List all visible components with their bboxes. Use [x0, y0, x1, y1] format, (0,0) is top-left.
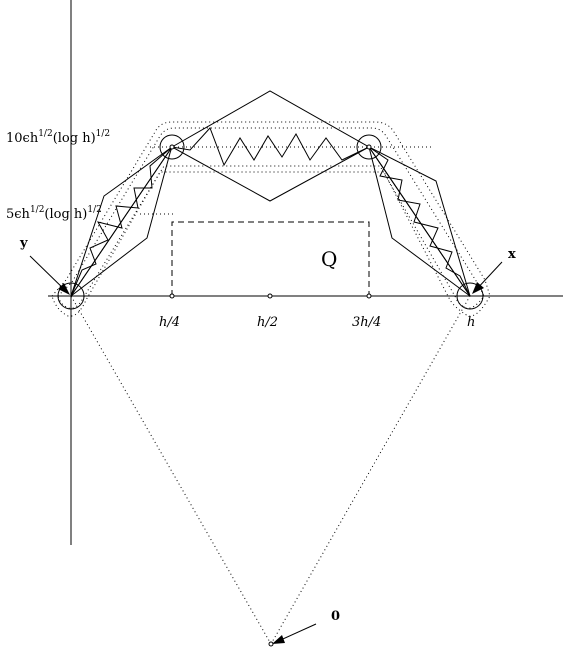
region-q-label: Q	[321, 247, 337, 271]
dot-upper-left	[169, 144, 175, 150]
corridor-width-outer-label: 10ϵh1/2(log h)1/2	[6, 129, 110, 146]
point-x-label: x	[508, 247, 516, 262]
tick-dot-three-quarter	[366, 293, 372, 299]
circle-left-base	[57, 282, 85, 310]
tick-dot-quarter	[169, 293, 175, 299]
right-corridor-edge	[368, 146, 471, 297]
corridor-width-inner-label: 5ϵh1/2(log h)1/2	[6, 205, 102, 222]
tick-dot-half	[267, 293, 273, 299]
dotted-line-origin-right	[270, 295, 471, 645]
left-corridor-edge	[70, 146, 173, 297]
arrow-origin-head	[272, 635, 285, 644]
arrow-y-head	[58, 283, 70, 295]
point-y-label: y	[19, 236, 28, 251]
corridor-envelope-outer	[51, 121, 491, 317]
dot-upper-right	[366, 144, 372, 150]
circle-upper-right	[356, 134, 382, 160]
upper-diamond	[170, 90, 371, 202]
zigzag-path-left	[70, 146, 173, 297]
corridor-envelope-inner	[57, 127, 485, 309]
arrow-x-head	[472, 282, 484, 294]
zigzag-path-right	[368, 146, 471, 297]
point-origin-label: 0	[331, 609, 340, 624]
dot-origin	[268, 641, 274, 647]
dotted-line-origin-left	[70, 295, 272, 645]
tick-label-half: h/2	[257, 315, 278, 330]
tick-label-three-quarter: 3h/4	[352, 315, 381, 330]
zigzag-path-top	[171, 127, 370, 167]
tick-label-h: h	[467, 315, 475, 330]
region-q-outline	[171, 221, 370, 296]
circle-right-base	[456, 282, 484, 310]
tick-label-quarter: h/4	[159, 315, 180, 330]
circle-upper-left	[159, 134, 185, 160]
